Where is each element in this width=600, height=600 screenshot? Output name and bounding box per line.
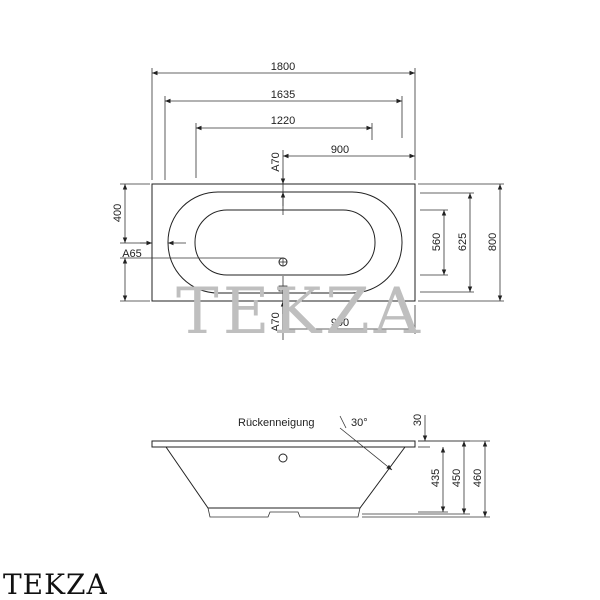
dim-800: 800 <box>487 233 499 251</box>
dim-a70-bottom: A70 <box>270 312 282 332</box>
side-drain-icon <box>278 453 288 463</box>
dim-435: 435 <box>430 469 442 487</box>
dim-450: 450 <box>451 469 463 487</box>
dim-a70-top: A70 <box>270 152 282 172</box>
watermark: TEKZA <box>176 275 424 349</box>
dim-460: 460 <box>472 469 484 487</box>
side-view: Rückenneigung 30° 30 435 450 460 <box>151 414 490 518</box>
dim-1220: 1220 <box>271 115 295 127</box>
dim-560: 560 <box>431 233 443 251</box>
dim-900-bottom: 900 <box>331 317 349 329</box>
dim-900-top: 900 <box>331 144 349 156</box>
tub-rim <box>151 440 416 448</box>
slope-label: Rückenneigung <box>238 417 314 429</box>
dim-400: 400 <box>112 204 124 222</box>
dim-1800: 1800 <box>271 61 295 73</box>
slope-angle: 30° <box>351 417 368 429</box>
dim-a65: A65 <box>122 248 142 260</box>
tub-bottom-oval <box>194 209 376 276</box>
top-view: 1800 1635 1220 900 A70 A70 900 A65 <box>112 61 504 340</box>
dim-30: 30 <box>412 414 424 426</box>
brand-logo-text: TEKZA <box>3 568 108 600</box>
tub-body <box>165 446 406 509</box>
dim-625: 625 <box>457 233 469 251</box>
dim-1635: 1635 <box>271 89 295 101</box>
